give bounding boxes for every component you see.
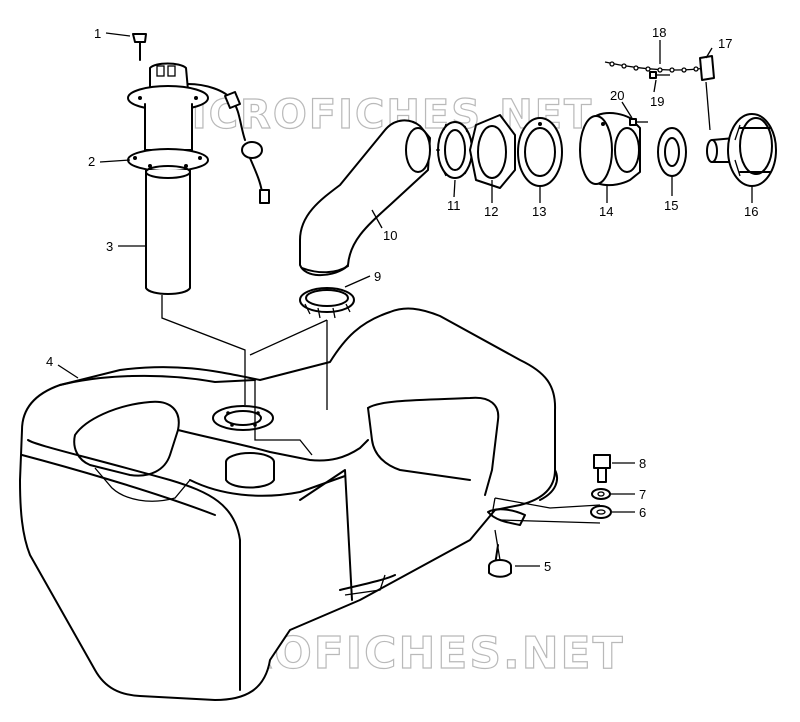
callout-9: 9 [374, 269, 381, 284]
callout-10: 10 [383, 228, 397, 243]
callout-18: 18 [652, 25, 666, 40]
grommet-part-5 [488, 559, 512, 578]
callout-14: 14 [599, 204, 613, 219]
callout-leaders [57, 32, 753, 567]
callout-7: 7 [639, 487, 646, 502]
callout-6: 6 [639, 505, 646, 520]
fuel-sender-part-1-2-3 [127, 33, 270, 295]
filler-hose-part-10 [299, 119, 431, 277]
callout-13: 13 [532, 204, 546, 219]
callout-11: 11 [447, 198, 461, 213]
washer-part-7 [591, 488, 611, 500]
fuel-cap-part-16 [706, 113, 777, 187]
grommet-part-6 [590, 505, 612, 519]
callout-2: 2 [88, 154, 95, 169]
callout-4: 4 [46, 354, 53, 369]
screw-part-19 [649, 71, 670, 79]
tether-clip-part-17 [699, 55, 715, 81]
watermark-top: MICROFICHES.NET [150, 92, 593, 138]
callout-1: 1 [94, 26, 101, 41]
seal-part-15 [657, 127, 687, 177]
exploded-guide-lines [161, 81, 711, 561]
callout-5: 5 [544, 559, 551, 574]
hose-clamp-part-9 [299, 287, 355, 319]
callout-15: 15 [664, 198, 678, 213]
filler-neck-part-14 [579, 112, 641, 187]
gasket-part-13 [517, 117, 563, 187]
callout-numbers: 1 2 3 4 5 6 7 8 9 10 11 12 13 14 15 16 1… [46, 25, 758, 574]
callout-12: 12 [484, 204, 498, 219]
callout-16: 16 [744, 204, 758, 219]
nut-part-12 [469, 114, 516, 189]
callout-8: 8 [639, 456, 646, 471]
callout-3: 3 [106, 239, 113, 254]
callout-20: 20 [610, 88, 624, 103]
callout-19: 19 [650, 94, 664, 109]
fuel-tank-part-4 [19, 307, 559, 701]
bolt-part-8 [593, 454, 611, 483]
callout-17: 17 [718, 36, 732, 51]
tether-chain-part-18 [604, 61, 706, 73]
screw-part-20 [629, 118, 648, 126]
